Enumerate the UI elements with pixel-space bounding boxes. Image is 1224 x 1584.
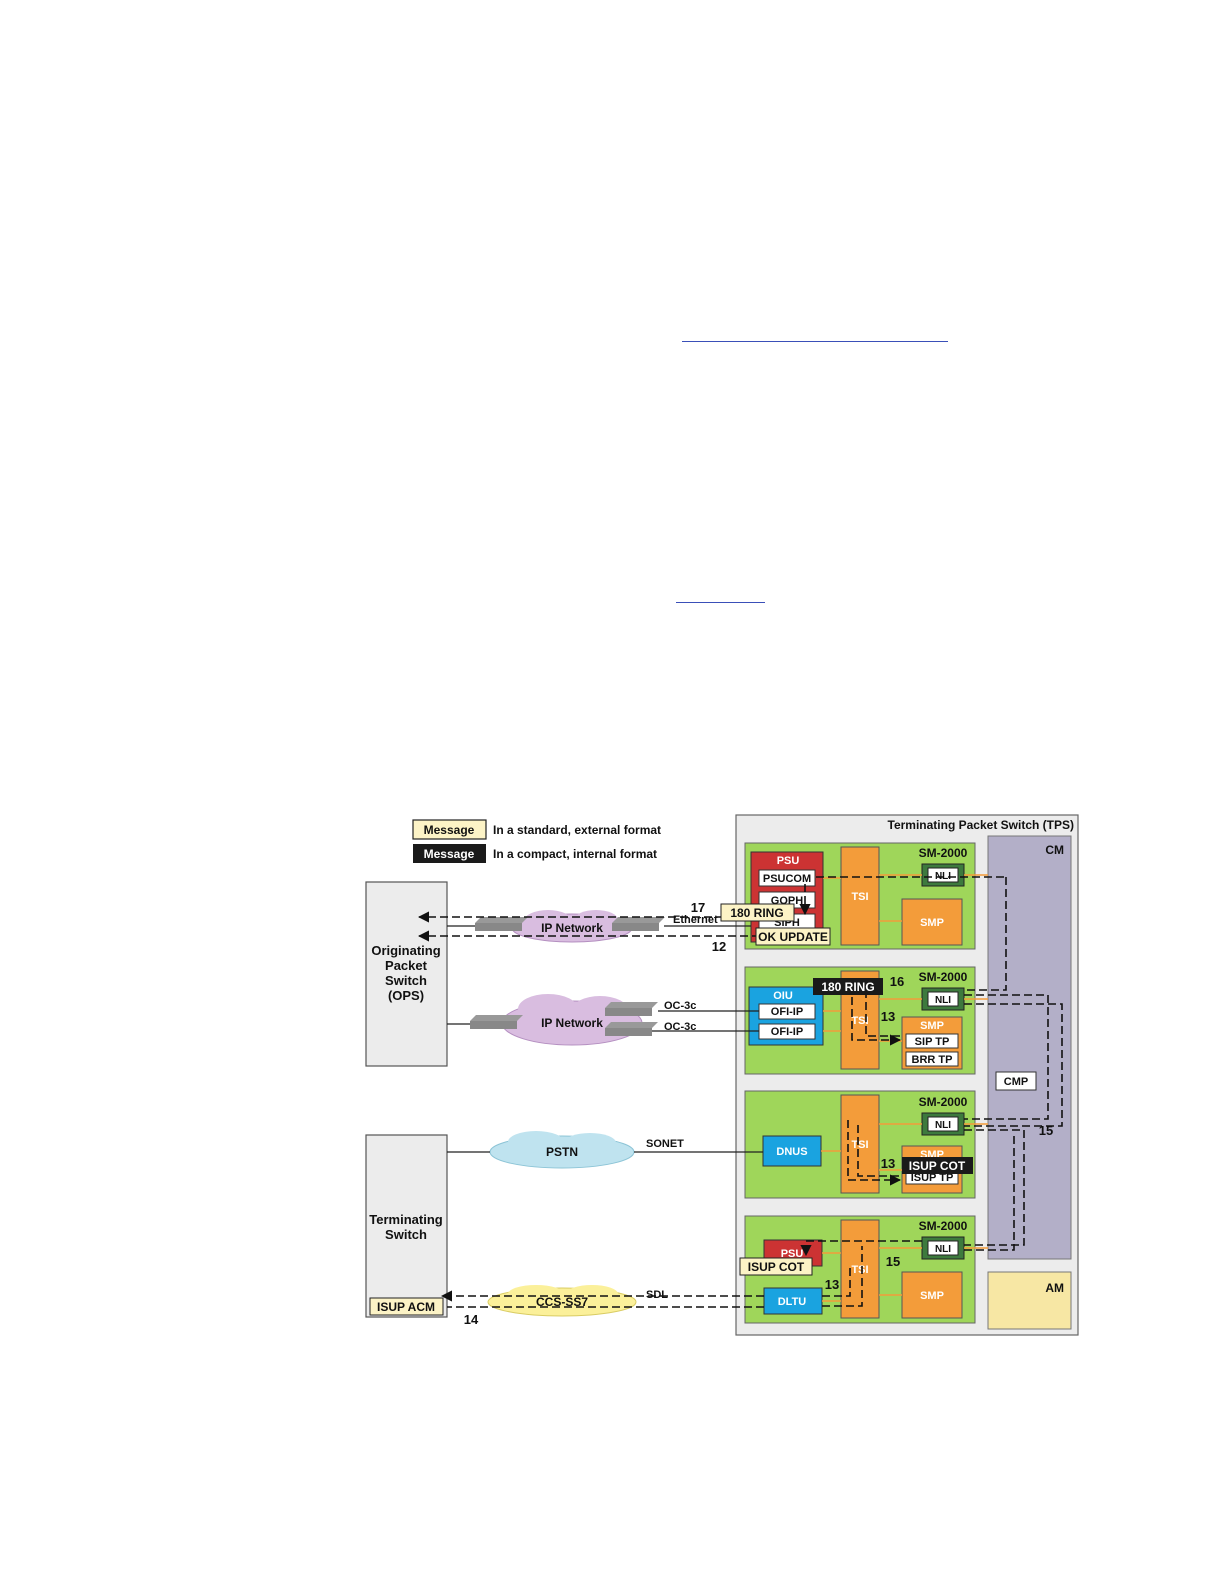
dltu-label: DLTU <box>778 1296 807 1308</box>
ops-box <box>365 881 448 1067</box>
tsi-label: TSI <box>851 1015 868 1027</box>
legend-standard-swatch <box>412 819 487 840</box>
legend-compact-swatch-label: Message <box>424 847 475 861</box>
tsi-label: TSI <box>851 1139 868 1151</box>
dnus-label: DNUS <box>776 1146 807 1158</box>
dltu-block <box>763 1287 823 1315</box>
ccs-ss7-cloud: CCS-SS7 <box>487 1285 637 1317</box>
ofi-ip-label-1: OFI-IP <box>771 1006 803 1018</box>
pstn-cloud: PSTN <box>489 1131 635 1169</box>
msg-isup-cot-ext-box <box>739 1257 813 1276</box>
psu-label: PSU <box>781 1248 804 1260</box>
isup-tp-label: ISUP TP <box>911 1172 954 1184</box>
cloud-label: IP Network <box>541 1016 603 1030</box>
oc3c-label-2: OC-3c <box>664 1021 696 1033</box>
smp-block <box>901 898 963 946</box>
msg-isup-cot-ext: ISUP COT <box>748 1260 805 1274</box>
smp-label: SMP <box>920 917 944 929</box>
msg-ok-update-box <box>755 927 831 946</box>
msg-180-ring-ext-box <box>720 903 795 922</box>
cmp-box <box>995 1071 1037 1091</box>
sm-label: SM-2000 <box>919 1095 968 1109</box>
sm-label: SM-2000 <box>919 1219 968 1233</box>
cloud-label: IP Network <box>541 921 603 935</box>
msg-180-ring-int-box <box>813 978 883 995</box>
msg-ok-update: OK UPDATE <box>758 930 828 944</box>
ethernet-label: Ethernet <box>673 914 718 926</box>
dnus-block <box>762 1135 822 1167</box>
step-13b: 13 <box>881 1156 895 1171</box>
step-12: 12 <box>712 939 726 954</box>
sm-label: SM-2000 <box>919 846 968 860</box>
ip-network-cloud-2: IP Network <box>501 994 643 1046</box>
smp-label: SMP <box>920 1290 944 1302</box>
cloud-label: PSTN <box>546 1145 578 1159</box>
oiu-label: OIU <box>773 990 793 1002</box>
nli-label: NLI <box>935 1120 951 1131</box>
terminating-switch-box <box>365 1134 448 1318</box>
ops-label-3: Switch <box>385 973 427 988</box>
cmp-label: CMP <box>1004 1076 1028 1088</box>
oc3c-label-1: OC-3c <box>664 1000 696 1012</box>
step-14: 14 <box>464 1312 479 1327</box>
nli-label: NLI <box>935 995 951 1006</box>
cloud-label: CCS-SS7 <box>536 1295 588 1309</box>
sip-tp-label: SIP TP <box>915 1036 950 1048</box>
step-17: 17 <box>691 900 705 915</box>
msg-isup-acm-box <box>369 1297 444 1316</box>
nli-label: NLI <box>935 1244 951 1255</box>
cm-block <box>987 835 1072 1260</box>
tsi-label: TSI <box>851 1264 868 1276</box>
tsi-label: TSI <box>851 891 868 903</box>
am-block <box>987 1271 1072 1330</box>
ts-label-2: Switch <box>385 1227 427 1242</box>
sm-module-2: SM-2000 OIU OFI-IP OFI-IP TSI SMP SIP TP… <box>744 966 976 1075</box>
brr-tp-label: BRR TP <box>912 1054 953 1066</box>
ops-label-1: Originating <box>371 943 440 958</box>
psucom-box <box>758 869 816 887</box>
legend-compact-desc: In a compact, internal format <box>493 847 657 861</box>
ops-label-4: (OPS) <box>388 988 424 1003</box>
step-13a: 13 <box>881 1009 895 1024</box>
brr-tp-box <box>905 1051 959 1067</box>
step-16: 16 <box>890 974 904 989</box>
sip-tp-box <box>905 1033 959 1049</box>
tsi-block <box>840 846 880 946</box>
hyperlink-underline-1[interactable] <box>682 341 948 342</box>
ofi-ip-label-2: OFI-IP <box>771 1026 803 1038</box>
legend-compact-swatch <box>413 844 486 863</box>
sm-label: SM-2000 <box>919 970 968 984</box>
msg-180-ring-int: 180 RING <box>821 980 874 994</box>
ops-label-2: Packet <box>385 958 428 973</box>
msg-isup-cot-int-box <box>902 1157 973 1174</box>
smp-block <box>901 1271 963 1319</box>
hyperlink-underline-2[interactable] <box>676 602 765 603</box>
legend-standard-desc: In a standard, external format <box>493 823 661 837</box>
am-label: AM <box>1045 1281 1064 1295</box>
msg-180-ring-ext: 180 RING <box>730 906 783 920</box>
sdl-label: SDL <box>646 1289 668 1301</box>
msg-isup-cot-int: ISUP COT <box>909 1159 966 1173</box>
smp-label: SMP <box>920 1020 944 1032</box>
step-13c: 13 <box>825 1277 839 1292</box>
psucom-label: PSUCOM <box>763 873 811 885</box>
psu-label: PSU <box>777 855 800 867</box>
msg-isup-acm: ISUP ACM <box>377 1300 435 1314</box>
step-15a: 15 <box>1039 1123 1053 1138</box>
sonet-label: SONET <box>646 1138 684 1150</box>
sm-module-3: SM-2000 DNUS TSI SMP ISUP TP NLI <box>744 1090 976 1199</box>
legend: Message In a standard, external format M… <box>412 819 661 863</box>
ts-label-1: Terminating <box>369 1212 442 1227</box>
cm-label: CM <box>1045 843 1064 857</box>
legend-standard-swatch-label: Message <box>424 823 475 837</box>
tps-title: Terminating Packet Switch (TPS) <box>888 818 1074 832</box>
step-15b: 15 <box>886 1254 900 1269</box>
tsi-block <box>840 1219 880 1319</box>
